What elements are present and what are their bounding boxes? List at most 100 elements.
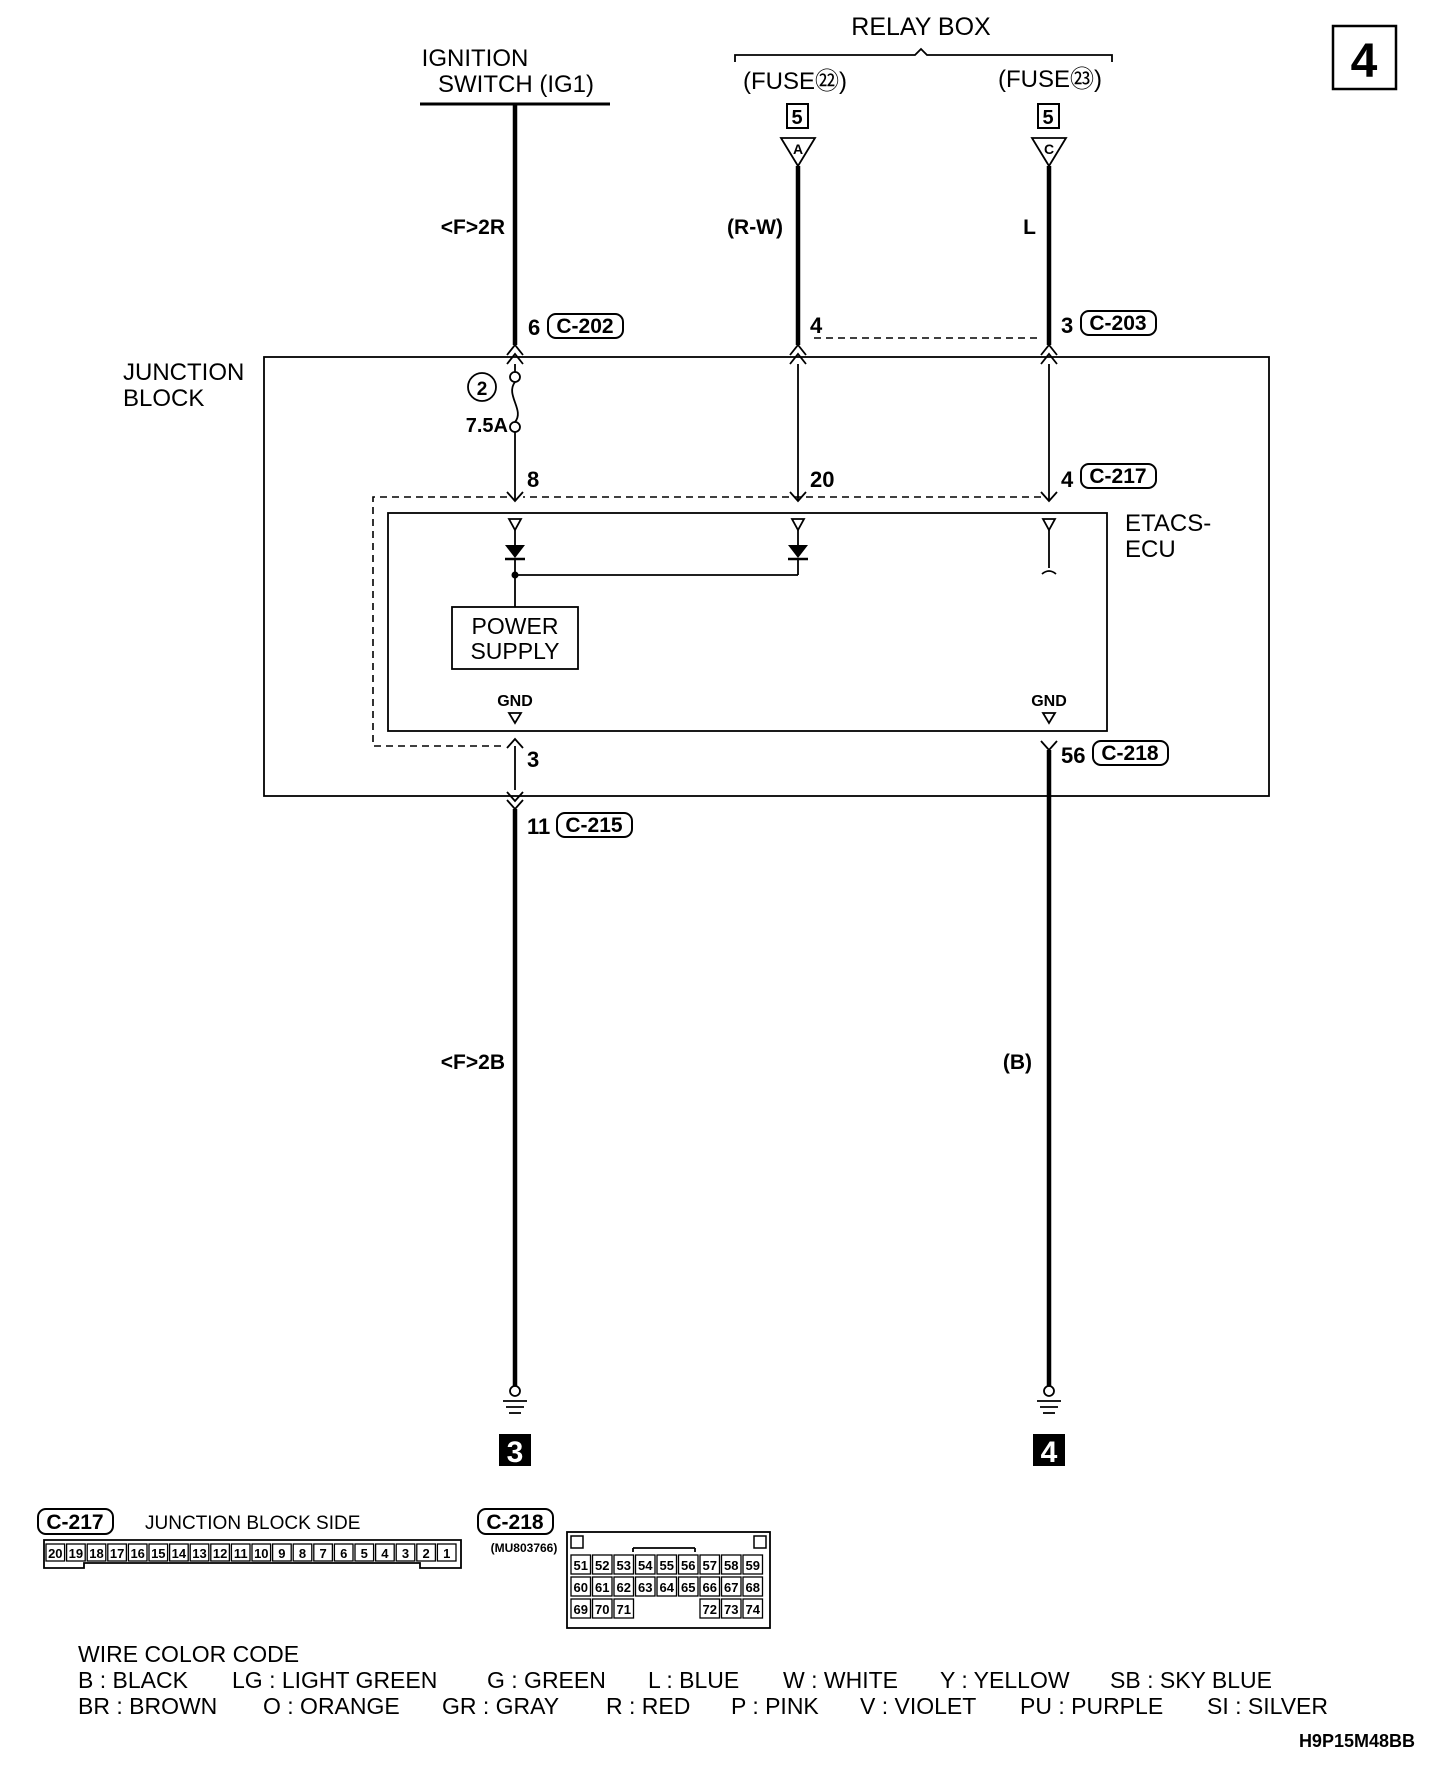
gnd-left-label: GND (497, 693, 533, 710)
c218-pin-cell (742, 1554, 764, 1575)
power-supply-box (451, 606, 579, 670)
c218-connector-outline (566, 1531, 771, 1629)
c218-pin-cell (613, 1554, 635, 1575)
ecu-open-pin (1041, 570, 1057, 575)
c218-pin-number: 51 (574, 1558, 588, 1573)
fuse-number-circle (467, 372, 497, 402)
pin-11: 11 (527, 814, 550, 839)
c218-badge (1092, 740, 1169, 766)
c218-pin-number: 61 (595, 1580, 609, 1595)
c217-connector-outline (43, 1539, 462, 1569)
ground-symbol-right (1037, 1385, 1061, 1414)
c215-badge (556, 812, 633, 838)
c218-pin-number: 73 (724, 1602, 738, 1617)
c217-pin-cell (354, 1543, 375, 1562)
c217-label: C-217 (1089, 465, 1146, 488)
color-code-entry: SI : SILVER (1207, 1693, 1328, 1719)
connector-a-letter: A (793, 141, 803, 157)
c217-pin-number: 18 (89, 1546, 103, 1561)
c218-detail-label: C-218 (486, 1511, 544, 1534)
c217-pin-cell (436, 1543, 457, 1562)
c217-pin-cell (210, 1543, 231, 1562)
c217-pin-cell (374, 1543, 395, 1562)
c218-pin-number: 58 (724, 1558, 738, 1573)
diode-2 (788, 545, 808, 561)
c217-pin-cell (271, 1543, 292, 1562)
pin-3-bottom: 3 (527, 747, 539, 772)
ecu-label-line1: ETACS- (1125, 510, 1211, 537)
fuse-terminal-top (509, 371, 521, 383)
jb-top-connectors (506, 343, 1058, 365)
pin-4-top: 4 (810, 313, 823, 338)
c217-pin-cell (251, 1543, 272, 1562)
c218-pin-number: 54 (638, 1558, 653, 1573)
gnd1-wire-color: <F>2B (441, 1051, 505, 1074)
c217-pin-number: 20 (48, 1546, 62, 1561)
fuse-number: 2 (477, 379, 488, 400)
c218-pin-number: 70 (595, 1602, 609, 1617)
c217-pin-cell (107, 1543, 128, 1562)
c218-detail-badge (477, 1508, 554, 1535)
c217-pin-number: 7 (319, 1546, 326, 1561)
gnd-right-label: GND (1031, 693, 1067, 710)
page-number: 4 (1351, 35, 1378, 88)
etacs-ecu-box (387, 512, 1108, 732)
connector-c-number: 5 (1042, 107, 1053, 129)
c218-pin-cell (634, 1554, 656, 1575)
c217-pin-number: 13 (192, 1546, 206, 1561)
color-code-entry: L : BLUE (648, 1667, 739, 1693)
gnd-left-pin (507, 712, 523, 725)
c218-pin-cell (591, 1576, 613, 1597)
c217-pin-number: 10 (254, 1546, 268, 1561)
color-code-entry: W : WHITE (783, 1667, 898, 1693)
c218-pin-cell (570, 1598, 592, 1619)
ground-ref-4: 4 (1041, 1436, 1058, 1469)
pin-56: 56 (1061, 743, 1085, 768)
c218-pin-number: 66 (703, 1580, 717, 1595)
c218-pin-cell (677, 1554, 699, 1575)
c218-pin-label: C-218 (1101, 742, 1159, 765)
ground-ref-3-box (499, 1434, 531, 1466)
c217-pin-number: 11 (234, 1546, 248, 1561)
c218-pin-number: 64 (660, 1580, 675, 1595)
fuse23-label: (FUSE㉓) (998, 66, 1102, 93)
c218-pin-number: 55 (660, 1558, 674, 1573)
relay-connector-a: 5 A (779, 103, 817, 168)
c217-pin-number: 2 (422, 1546, 429, 1561)
pin-20: 20 (810, 467, 834, 492)
fuse-rating: 7.5A (466, 415, 508, 437)
diode-1 (505, 545, 525, 561)
c218-pin-number: 72 (703, 1602, 717, 1617)
color-code-entry: BR : BROWN (78, 1693, 217, 1719)
c218-pin-number: 56 (681, 1558, 695, 1573)
c217-pin-number: 17 (110, 1546, 124, 1561)
c218-pin-cell (591, 1554, 613, 1575)
c218-pin-cell (591, 1598, 613, 1619)
c217-pin-number: 5 (361, 1546, 368, 1561)
c217-pin-number: 9 (278, 1546, 285, 1561)
pin-3-top: 3 (1061, 313, 1073, 338)
ground-ref-3: 3 (507, 1436, 524, 1469)
color-code-title: WIRE COLOR CODE (78, 1641, 299, 1667)
c218-pin-number: 52 (595, 1558, 609, 1573)
power-supply-line1: POWER (472, 613, 559, 639)
c217-pin-cell (45, 1543, 66, 1562)
c218-pin-cell (742, 1598, 764, 1619)
c218-pin-cell (613, 1576, 635, 1597)
c217-pin-number: 6 (340, 1546, 347, 1561)
c217-pin-number: 19 (69, 1546, 83, 1561)
color-code-entry: V : VIOLET (860, 1693, 976, 1719)
color-code-entry: B : BLACK (78, 1667, 189, 1693)
color-code-entry: PU : PURPLE (1020, 1693, 1163, 1719)
c217-pin-number: 1 (443, 1546, 450, 1561)
c217-side-label: JUNCTION BLOCK SIDE (145, 1513, 360, 1534)
ground-ref-4-box (1033, 1434, 1065, 1466)
figure-code: H9P15M48BB (1299, 1731, 1415, 1751)
c215-label: C-215 (565, 814, 623, 837)
c203-badge (1080, 310, 1157, 336)
c218-pin-number: 74 (746, 1602, 761, 1617)
